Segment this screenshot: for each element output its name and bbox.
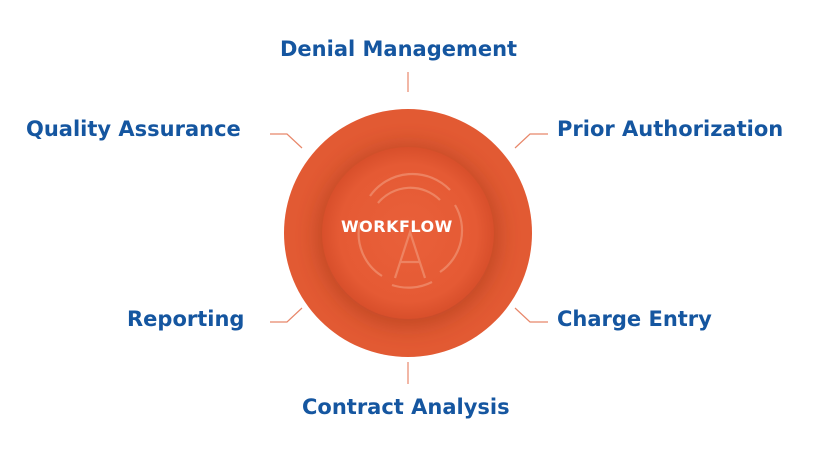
node-label-charge-entry: Charge Entry xyxy=(557,307,712,331)
connector-reporting xyxy=(270,307,303,323)
node-label-prior-authorization: Prior Authorization xyxy=(557,117,784,141)
inner-circle xyxy=(322,147,494,319)
connector-charge-entry xyxy=(514,307,548,323)
connector-prior-authorization xyxy=(514,133,548,149)
connector-lines xyxy=(270,72,548,384)
node-label-denial-management: Denial Management xyxy=(280,37,518,61)
node-label-quality-assurance: Quality Assurance xyxy=(26,117,241,141)
center-label: WORKFLOW xyxy=(341,217,453,236)
stylized-a-logo-icon xyxy=(357,172,464,289)
node-label-reporting: Reporting xyxy=(127,307,245,331)
connector-quality-assurance xyxy=(270,133,303,149)
node-label-contract-analysis: Contract Analysis xyxy=(302,395,510,419)
